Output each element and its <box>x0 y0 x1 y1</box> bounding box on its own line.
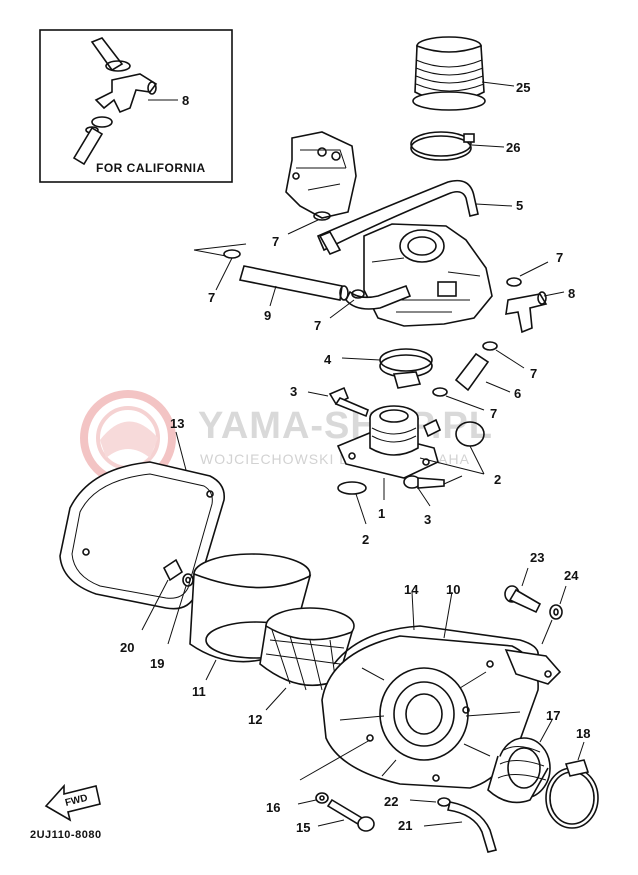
part-20-bolt: 20 <box>120 558 184 655</box>
callout-20: 20 <box>120 640 134 655</box>
part-8-t-joint: 8 <box>505 286 575 334</box>
inset-clip-upper <box>105 60 131 72</box>
connector-hose-left <box>345 284 412 310</box>
part-15-bolt: 15 <box>296 798 375 835</box>
callout-7-a: 7 <box>272 234 279 249</box>
callout-25: 25 <box>516 80 530 95</box>
part-18-clamp: 18 <box>545 726 599 829</box>
callout-23: 23 <box>530 550 544 565</box>
callout-6: 6 <box>514 386 521 401</box>
callout-1: 1 <box>378 506 385 521</box>
callout-19: 19 <box>150 656 164 671</box>
inset-caption: FOR CALIFORNIA <box>96 161 206 175</box>
air-cut-valve-body <box>285 131 357 219</box>
callout-16: 16 <box>266 800 280 815</box>
callout-2-a: 2 <box>494 472 501 487</box>
part-12-filter-guide: 12 <box>248 607 355 727</box>
callout-7-b: 7 <box>208 290 215 305</box>
callout-17: 17 <box>546 708 560 723</box>
callout-3-a: 3 <box>290 384 297 399</box>
callout-22: 22 <box>384 794 398 809</box>
part-4-clamp: 4 <box>324 348 433 389</box>
callout-8: 8 <box>568 286 575 301</box>
callout-7-e: 7 <box>530 366 537 381</box>
part-7-clips: 7 7 7 7 7 7 <box>193 211 563 421</box>
part-24-washer: 24 <box>541 568 579 645</box>
part-19-washer: 19 <box>150 573 194 671</box>
callout-2-b: 2 <box>362 532 369 547</box>
connector-hose-upper <box>318 230 342 256</box>
part-3-screws: 3 3 <box>290 384 463 527</box>
part-10-air-cleaner-case: 10 <box>321 582 562 789</box>
part-13-air-cleaner-cover: 13 <box>59 416 226 610</box>
part-5-long-hose: 5 <box>316 179 523 252</box>
callout-21: 21 <box>398 818 412 833</box>
carburetor-body <box>363 223 493 327</box>
callout-7-d: 7 <box>556 250 563 265</box>
callout-26: 26 <box>506 140 520 155</box>
callout-3-b: 3 <box>424 512 431 527</box>
part-14-case-seal: 14 <box>333 582 539 665</box>
callout-18: 18 <box>576 726 590 741</box>
callout-12: 12 <box>248 712 262 727</box>
watermark-brand: YAMA-SHOP.PL <box>198 405 493 447</box>
inset-hose-lower <box>72 126 104 166</box>
part-21-drain-hose: 21 <box>398 801 498 853</box>
part-26-band-clamp: 26 <box>410 131 520 161</box>
callout-8-inset: 8 <box>182 93 189 108</box>
callout-4: 4 <box>324 352 332 367</box>
part-23-bolt: 23 <box>504 550 544 614</box>
callout-11: 11 <box>192 684 206 699</box>
fwd-arrow-icon: FWD <box>44 783 101 822</box>
callout-13: 13 <box>170 416 184 431</box>
part-9-straight-hose: 9 <box>238 265 349 323</box>
fwd-label: FWD <box>64 793 89 809</box>
inset-frame <box>39 29 233 183</box>
callout-7-c: 7 <box>314 318 321 333</box>
inset-clip-lower <box>91 116 113 128</box>
callout-24: 24 <box>564 568 579 583</box>
callout-5: 5 <box>516 198 523 213</box>
callout-7-f: 7 <box>490 406 497 421</box>
california-inset: 8 FOR CALIFORNIA <box>39 29 233 183</box>
part-16-washer: 16 <box>266 739 371 815</box>
part-25-intake-boot: 25 <box>412 36 530 111</box>
part-2-o-rings: 2 2 <box>337 421 501 547</box>
part-22-clip: 22 <box>384 794 451 809</box>
callout-15: 15 <box>296 820 310 835</box>
callout-14: 14 <box>404 582 419 597</box>
part-6-short-hose: 6 <box>454 352 521 401</box>
part-1-carb-joint: 1 <box>336 405 442 521</box>
inset-t-joint <box>94 73 158 114</box>
callout-9: 9 <box>264 308 271 323</box>
part-17-joint: 17 <box>487 708 560 804</box>
drawing-code: 2UJ110-8080 <box>30 829 102 841</box>
callout-10: 10 <box>446 582 460 597</box>
